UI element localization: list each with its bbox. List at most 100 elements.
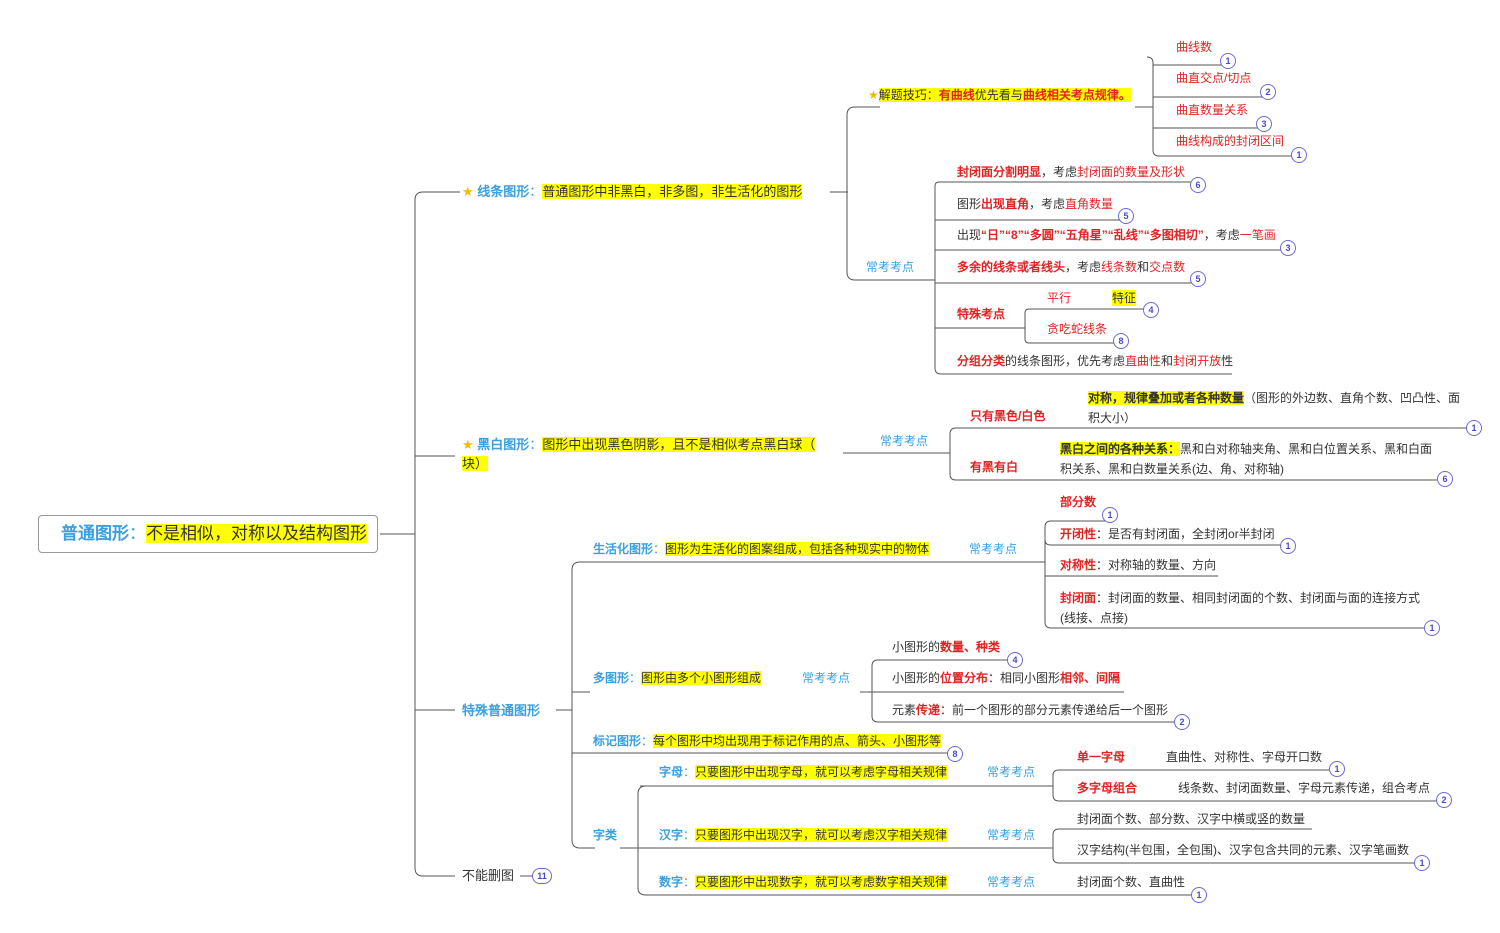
count-badge: 2 bbox=[1436, 792, 1452, 808]
han-node[interactable]: 汉字：只要图形中出现汉字，就可以考虑汉字相关规律 bbox=[659, 827, 948, 843]
common-points-label[interactable]: 常考考点 bbox=[802, 671, 851, 685]
curve-item[interactable]: 曲直交点/切点 bbox=[1176, 71, 1252, 85]
common-points-label[interactable]: 常考考点 bbox=[866, 260, 915, 274]
multi-letter-label[interactable]: 多字母组合 bbox=[1077, 781, 1138, 795]
only-bw-label[interactable]: 只有黑色/白色 bbox=[970, 409, 1046, 423]
han-desc: 只要图形中出现汉字，就可以考虑汉字相关规律 bbox=[695, 828, 948, 842]
tip-a: 有曲线 bbox=[938, 88, 975, 102]
life-figure-node[interactable]: 生活化图形：图形为生活化的图案组成，包括各种现实中的物体 bbox=[593, 541, 930, 557]
root-label: 普通图形 bbox=[61, 524, 129, 543]
special-point-label[interactable]: 特殊考点 bbox=[957, 307, 1006, 321]
multi-item-text: 传递 bbox=[916, 703, 941, 717]
open-label: 开闭性 bbox=[1060, 527, 1097, 541]
point-node[interactable]: 分组分类的线条图形，优先考虑直曲性和封闭开放性 bbox=[957, 353, 1233, 369]
bw-figure-label: 黑白图形 bbox=[477, 437, 530, 452]
common-points-label[interactable]: 常考考点 bbox=[987, 828, 1036, 842]
point-node[interactable]: 多余的线条或者线头，考虑线条数和交点数 bbox=[957, 259, 1185, 275]
cannot-delete-label[interactable]: 不能删图 bbox=[462, 868, 515, 883]
open-node[interactable]: 开闭性：是否有封闭面，全封闭or半封闭 bbox=[1060, 526, 1275, 542]
point-node[interactable]: 出现“日”“8”“多圆”“五角星”“乱线”“多图相切”，考虑一笔画 bbox=[957, 227, 1276, 243]
count-badge: 5 bbox=[1118, 208, 1134, 224]
mark-figure-node[interactable]: 标记图形：每个图形中均出现用于标记作用的点、箭头、小图形等 bbox=[593, 733, 942, 749]
multi-item[interactable]: 元素传递：前一个图形的部分元素传递给后一个图形 bbox=[892, 702, 1168, 718]
single-letter-label[interactable]: 单一字母 bbox=[1077, 750, 1126, 764]
chars-label[interactable]: 字类 bbox=[593, 828, 618, 842]
multi-item-text: 数量、种类 bbox=[940, 640, 1001, 654]
tip-node[interactable]: ★解题技巧：有曲线优先看与曲线相关考点规律。 bbox=[868, 87, 1131, 103]
single-letter-detail: 直曲性、对称性、字母开口数 bbox=[1166, 750, 1323, 764]
point-node[interactable]: 封闭面分割明显，考虑封闭面的数量及形状 bbox=[957, 164, 1185, 180]
closed-label: 封闭面 bbox=[1060, 591, 1097, 605]
num-item[interactable]: 封闭面个数、直曲性 bbox=[1077, 875, 1186, 889]
count-badge: 1 bbox=[1220, 53, 1236, 69]
snake-line-item[interactable]: 贪吃蛇线条 bbox=[1047, 322, 1108, 336]
parallel-item[interactable]: 平行 bbox=[1047, 291, 1072, 305]
multi-item[interactable]: 小图形的数量、种类 bbox=[892, 639, 1000, 655]
life-figure-sep: ： bbox=[653, 542, 666, 556]
common-points-label[interactable]: 常考考点 bbox=[969, 542, 1018, 556]
special-figure-label[interactable]: 特殊普通图形 bbox=[462, 703, 541, 718]
count-badge: 2 bbox=[1260, 84, 1276, 100]
count-badge: 1 bbox=[1414, 855, 1430, 871]
bw-figure-sep: ： bbox=[529, 437, 543, 452]
multi-item-text: 相邻、间隔 bbox=[1060, 671, 1121, 685]
count-badge: 4 bbox=[1007, 652, 1023, 668]
common-points-label[interactable]: 常考考点 bbox=[880, 434, 929, 448]
point-text: 分组分类 bbox=[957, 354, 1006, 368]
both-bw-detail: 黑白之间的各种关系：黑和白对称轴夹角、黑和白位置关系、黑和白面 积关系、黑和白数… bbox=[1060, 439, 1432, 479]
multi-item-text: ：相同小图形 bbox=[988, 671, 1061, 685]
multi-item-text: 元素 bbox=[892, 703, 917, 717]
feature-item[interactable]: 特征 bbox=[1112, 290, 1137, 306]
num-label: 数字 bbox=[659, 875, 684, 889]
han-sep: ： bbox=[683, 828, 696, 842]
bw-figure-desc: 图形中出现黑色阴影，且不是相似考点黑白球（ bbox=[542, 437, 816, 452]
multi-item[interactable]: 小图形的位置分布：相同小图形相邻、间隔 bbox=[892, 670, 1120, 686]
han-item[interactable]: 封闭面个数、部分数、汉字中横或竖的数量 bbox=[1077, 812, 1306, 826]
mark-figure-label: 标记图形 bbox=[593, 734, 642, 748]
count-badge: 1 bbox=[1329, 761, 1345, 777]
bw-figure-node[interactable]: ★ 黑白图形：图形中出现黑色阴影，且不是相似考点黑白球（ 块） bbox=[462, 435, 816, 473]
star-icon: ★ bbox=[462, 184, 474, 199]
parts-label[interactable]: 部分数 bbox=[1060, 495, 1097, 509]
count-badge: 2 bbox=[1174, 714, 1190, 730]
han-label: 汉字 bbox=[659, 828, 684, 842]
bw-figure-desc: 块） bbox=[462, 456, 489, 471]
open-rest: ：是否有封闭面，全封闭or半封闭 bbox=[1096, 527, 1275, 541]
both-bw-hl: 黑白之间的各种关系： bbox=[1060, 442, 1181, 456]
common-points-label[interactable]: 常考考点 bbox=[987, 765, 1036, 779]
point-node[interactable]: 图形出现直角，考虑直角数量 bbox=[957, 196, 1113, 212]
letter-desc: 只要图形中出现字母，就可以考虑字母相关规律 bbox=[695, 765, 948, 779]
sym-node[interactable]: 对称性：对称轴的数量、方向 bbox=[1060, 557, 1216, 573]
point-text: 交点数 bbox=[1149, 260, 1186, 274]
both-bw-rest: 积关系、黑和白数量关系(边、角、对称轴) bbox=[1060, 462, 1284, 476]
life-figure-label: 生活化图形 bbox=[593, 542, 654, 556]
curve-item[interactable]: 曲线数 bbox=[1176, 40, 1213, 54]
multi-figure-sep: ： bbox=[629, 671, 642, 685]
curve-item[interactable]: 曲线构成的封闭区间 bbox=[1176, 134, 1285, 148]
only-bw-detail: 对称，规律叠加或者各种数量（图形的外边数、直角个数、凹凸性、面 积大小） bbox=[1088, 388, 1460, 428]
count-badge: 1 bbox=[1291, 147, 1307, 163]
only-bw-hl: 对称，规律叠加或者各种数量 bbox=[1088, 391, 1245, 405]
common-points-label[interactable]: 常考考点 bbox=[987, 875, 1036, 889]
multi-figure-node[interactable]: 多图形：图形由多个小图形组成 bbox=[593, 670, 762, 686]
letter-node[interactable]: 字母：只要图形中出现字母，就可以考虑字母相关规律 bbox=[659, 764, 948, 780]
point-text: 封闭面的数量及形状 bbox=[1077, 165, 1186, 179]
count-badge: 8 bbox=[947, 746, 963, 762]
num-node[interactable]: 数字：只要图形中出现数字，就可以考虑数字相关规律 bbox=[659, 874, 948, 890]
curve-item[interactable]: 曲直数量关系 bbox=[1176, 103, 1249, 117]
tip-pre: 解题技巧： bbox=[878, 88, 939, 102]
both-bw-label[interactable]: 有黑有白 bbox=[970, 460, 1019, 474]
point-text: ，考虑 bbox=[1065, 260, 1102, 274]
point-text: ，考虑 bbox=[1029, 197, 1066, 211]
closed-node[interactable]: 封闭面：封闭面的数量、相同封闭面的个数、封闭面与面的连接方式 (线接、点接) bbox=[1060, 588, 1420, 628]
line-figure-node[interactable]: ★ 线条图形：普通图形中非黑白，非多图，非生活化的图形 bbox=[462, 184, 803, 200]
letter-label: 字母 bbox=[659, 765, 684, 779]
tip-c: 曲线相关考点规律。 bbox=[1022, 88, 1131, 102]
count-badge: 3 bbox=[1280, 240, 1296, 256]
life-figure-desc: 图形为生活化的图案组成，包括各种现实中的物体 bbox=[665, 542, 930, 556]
han-item[interactable]: 汉字结构(半包围，全包围)、汉字包含共同的元素、汉字笔画数 bbox=[1077, 843, 1409, 857]
closed-rest: ：封闭面的数量、相同封闭面的个数、封闭面与面的连接方式 bbox=[1096, 591, 1421, 605]
only-bw-rest: 积大小） bbox=[1088, 411, 1137, 425]
root-node[interactable]: 普通图形：不是相似，对称以及结构图形 bbox=[38, 515, 378, 553]
only-bw-rest: （图形的外边数、直角个数、凹凸性、面 bbox=[1244, 391, 1461, 405]
